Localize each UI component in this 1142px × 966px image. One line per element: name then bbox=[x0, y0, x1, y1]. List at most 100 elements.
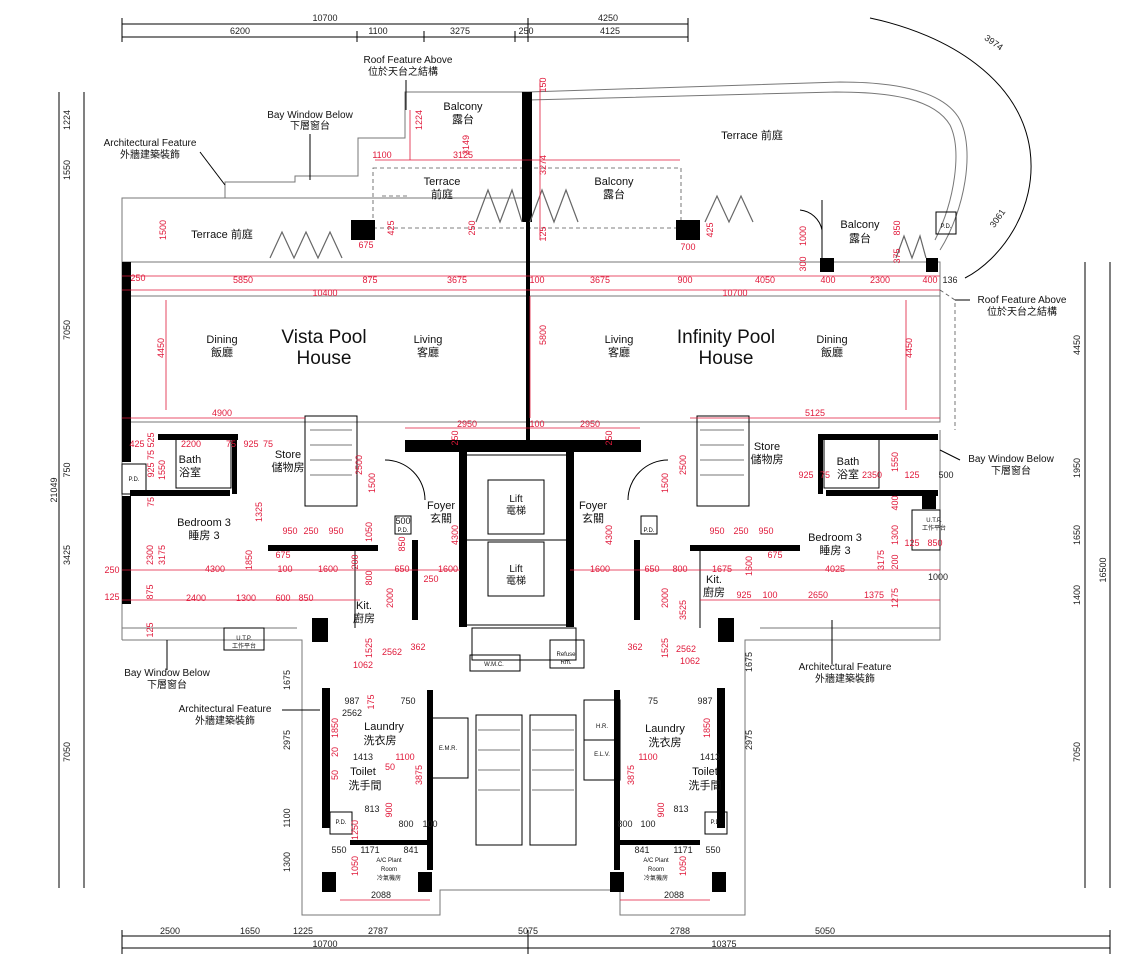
dim-left-9: 7050 bbox=[62, 742, 72, 762]
rdw-7: 50 bbox=[385, 762, 395, 772]
rdr-7: 1300 bbox=[890, 525, 900, 545]
arch-left-bottom-en: Architectural Feature bbox=[179, 704, 272, 715]
room-toilet-l: Toilet bbox=[350, 766, 376, 778]
rdw-12: 900 bbox=[384, 802, 394, 817]
rdl-23: 800 bbox=[364, 570, 374, 585]
rdw-22: 987 bbox=[697, 696, 712, 706]
rdl-38: 2000 bbox=[385, 588, 395, 608]
rdw-16: 1171 bbox=[360, 845, 379, 855]
bay-right-en: Bay Window Below bbox=[968, 454, 1054, 465]
rd-t4: 3274 bbox=[538, 155, 548, 175]
rdl-20: 4300 bbox=[205, 564, 225, 574]
rd-r8: 4050 bbox=[755, 275, 775, 285]
rdl-2: 2200 bbox=[181, 439, 201, 449]
room-foyer-r: Foyer bbox=[579, 500, 607, 512]
bay-top-zh: 下層窗台 bbox=[290, 119, 330, 132]
room-balcony-right: Balcony bbox=[840, 219, 880, 231]
rdl-35: 125 bbox=[104, 592, 119, 602]
rdl-16: 2300 bbox=[145, 545, 155, 565]
rdl-12: 1325 bbox=[254, 502, 264, 522]
rd-t15: 300 bbox=[798, 256, 808, 271]
dim-left-11: 1300 bbox=[282, 852, 292, 872]
room-utp-l: U.T.P. bbox=[236, 636, 252, 642]
rd-r1: 250 bbox=[130, 273, 145, 283]
rd-mid2: 5800 bbox=[538, 325, 548, 345]
rdw-9: 50 bbox=[330, 770, 340, 780]
dim-right-4: 1400 bbox=[1072, 585, 1082, 605]
rd-t17: 375 bbox=[892, 248, 902, 263]
annotations: Roof Feature Above 位於天台之結構 Bay Window Be… bbox=[104, 55, 1067, 727]
dim-bottom-2: 1650 bbox=[240, 926, 260, 936]
rdl-18: 1850 bbox=[244, 550, 254, 570]
rdl-31: 2400 bbox=[186, 593, 206, 603]
rdl-10: 2500 bbox=[354, 455, 364, 475]
room-refuse-2: Rm. bbox=[561, 660, 572, 666]
rdr-25: 3175 bbox=[876, 550, 886, 570]
room-kit-l-zh: 廚房 bbox=[353, 611, 375, 625]
dim-top-3: 6200 bbox=[230, 26, 250, 36]
title-left-house-1: Vista Pool bbox=[281, 327, 366, 348]
rdl-21: 1600 bbox=[318, 564, 338, 574]
room-balcony-top-zh: 露台 bbox=[452, 112, 474, 126]
roof-right-en: Roof Feature Above bbox=[978, 295, 1067, 306]
dim-top-1: 10700 bbox=[312, 13, 337, 23]
red-dims-top: 150 1224 3149 3274 1100 3125 1500 675 42… bbox=[158, 77, 902, 271]
rdr-29: 1600 bbox=[590, 564, 610, 574]
rdr-17: 4025 bbox=[825, 564, 845, 574]
rdl-33: 600 bbox=[275, 593, 290, 603]
rdw-28: 900 bbox=[656, 802, 666, 817]
room-lift-2: Lift bbox=[509, 564, 523, 575]
room-balcony-mid-zh: 露台 bbox=[603, 187, 625, 201]
rdr-1: 925 bbox=[798, 470, 813, 480]
room-terrace-mid-zh: 前庭 bbox=[431, 187, 453, 201]
room-hr: H.R. bbox=[596, 724, 608, 730]
rdr-19: 1675 bbox=[712, 564, 732, 574]
room-pd-5: P.D. bbox=[711, 820, 722, 826]
rdl-4: 925 bbox=[243, 439, 258, 449]
rdl-36: 125 bbox=[145, 622, 155, 637]
rdr-9: 850 bbox=[927, 538, 942, 548]
rdw-10: 3875 bbox=[414, 765, 424, 785]
dim-right-3: 1650 bbox=[1072, 525, 1082, 545]
room-store-r: Store bbox=[754, 441, 780, 453]
rd-r4: 3675 bbox=[447, 275, 467, 285]
rdr-27: 3525 bbox=[678, 600, 688, 620]
dim-left-2: 1550 bbox=[62, 160, 72, 180]
rd-t1: 150 bbox=[538, 77, 548, 92]
left-dimension-lines: 1224 1550 7050 21049 750 3425 1675 2975 … bbox=[49, 92, 292, 888]
rdl-6: 1550 bbox=[157, 460, 167, 480]
room-living-l-zh: 客廳 bbox=[417, 345, 439, 359]
rd-mid9: 250 bbox=[450, 430, 460, 445]
rdw-27: 813 bbox=[673, 804, 688, 814]
dim-top-7: 4125 bbox=[600, 26, 620, 36]
rdl-5: 75 bbox=[263, 439, 273, 449]
rdw-18: 841 bbox=[403, 845, 418, 855]
rdw-0: 987 bbox=[344, 696, 359, 706]
rdw-31: 841 bbox=[634, 845, 649, 855]
rd-t13: 425 bbox=[705, 222, 715, 237]
rdr-14: 250 bbox=[733, 526, 748, 536]
dim-right-1: 4450 bbox=[1072, 335, 1082, 355]
rdw-26: 3875 bbox=[626, 765, 636, 785]
room-foyer-r-zh: 玄關 bbox=[582, 511, 604, 525]
room-toilet-r: Toilet bbox=[692, 766, 718, 778]
dim-right-8: 7050 bbox=[1072, 742, 1082, 762]
rdr-10: 200 bbox=[890, 554, 900, 569]
rdl-34: 850 bbox=[298, 593, 313, 603]
rdl-27: 1050 bbox=[364, 522, 374, 542]
rdw-6: 1413 bbox=[353, 752, 373, 762]
room-balcony-right-zh: 露台 bbox=[849, 231, 871, 245]
rdr-21: 2650 bbox=[808, 590, 828, 600]
rdl-8: 75 bbox=[146, 450, 156, 460]
bay-left-bottom-en: Bay Window Below bbox=[124, 668, 210, 679]
arch-top-left-zh: 外牆建築裝飾 bbox=[120, 148, 180, 161]
dim-left-4: 21049 bbox=[49, 477, 59, 502]
dim-right-6: 1675 bbox=[744, 652, 754, 672]
room-dining-l: Dining bbox=[206, 334, 237, 346]
rdl-29: 850 bbox=[397, 536, 407, 551]
dim-left-3: 7050 bbox=[62, 320, 72, 340]
rdl-37: 250 bbox=[104, 565, 119, 575]
rdr-18: 1600 bbox=[744, 556, 754, 576]
dim-bottom-9: 10375 bbox=[711, 939, 736, 949]
